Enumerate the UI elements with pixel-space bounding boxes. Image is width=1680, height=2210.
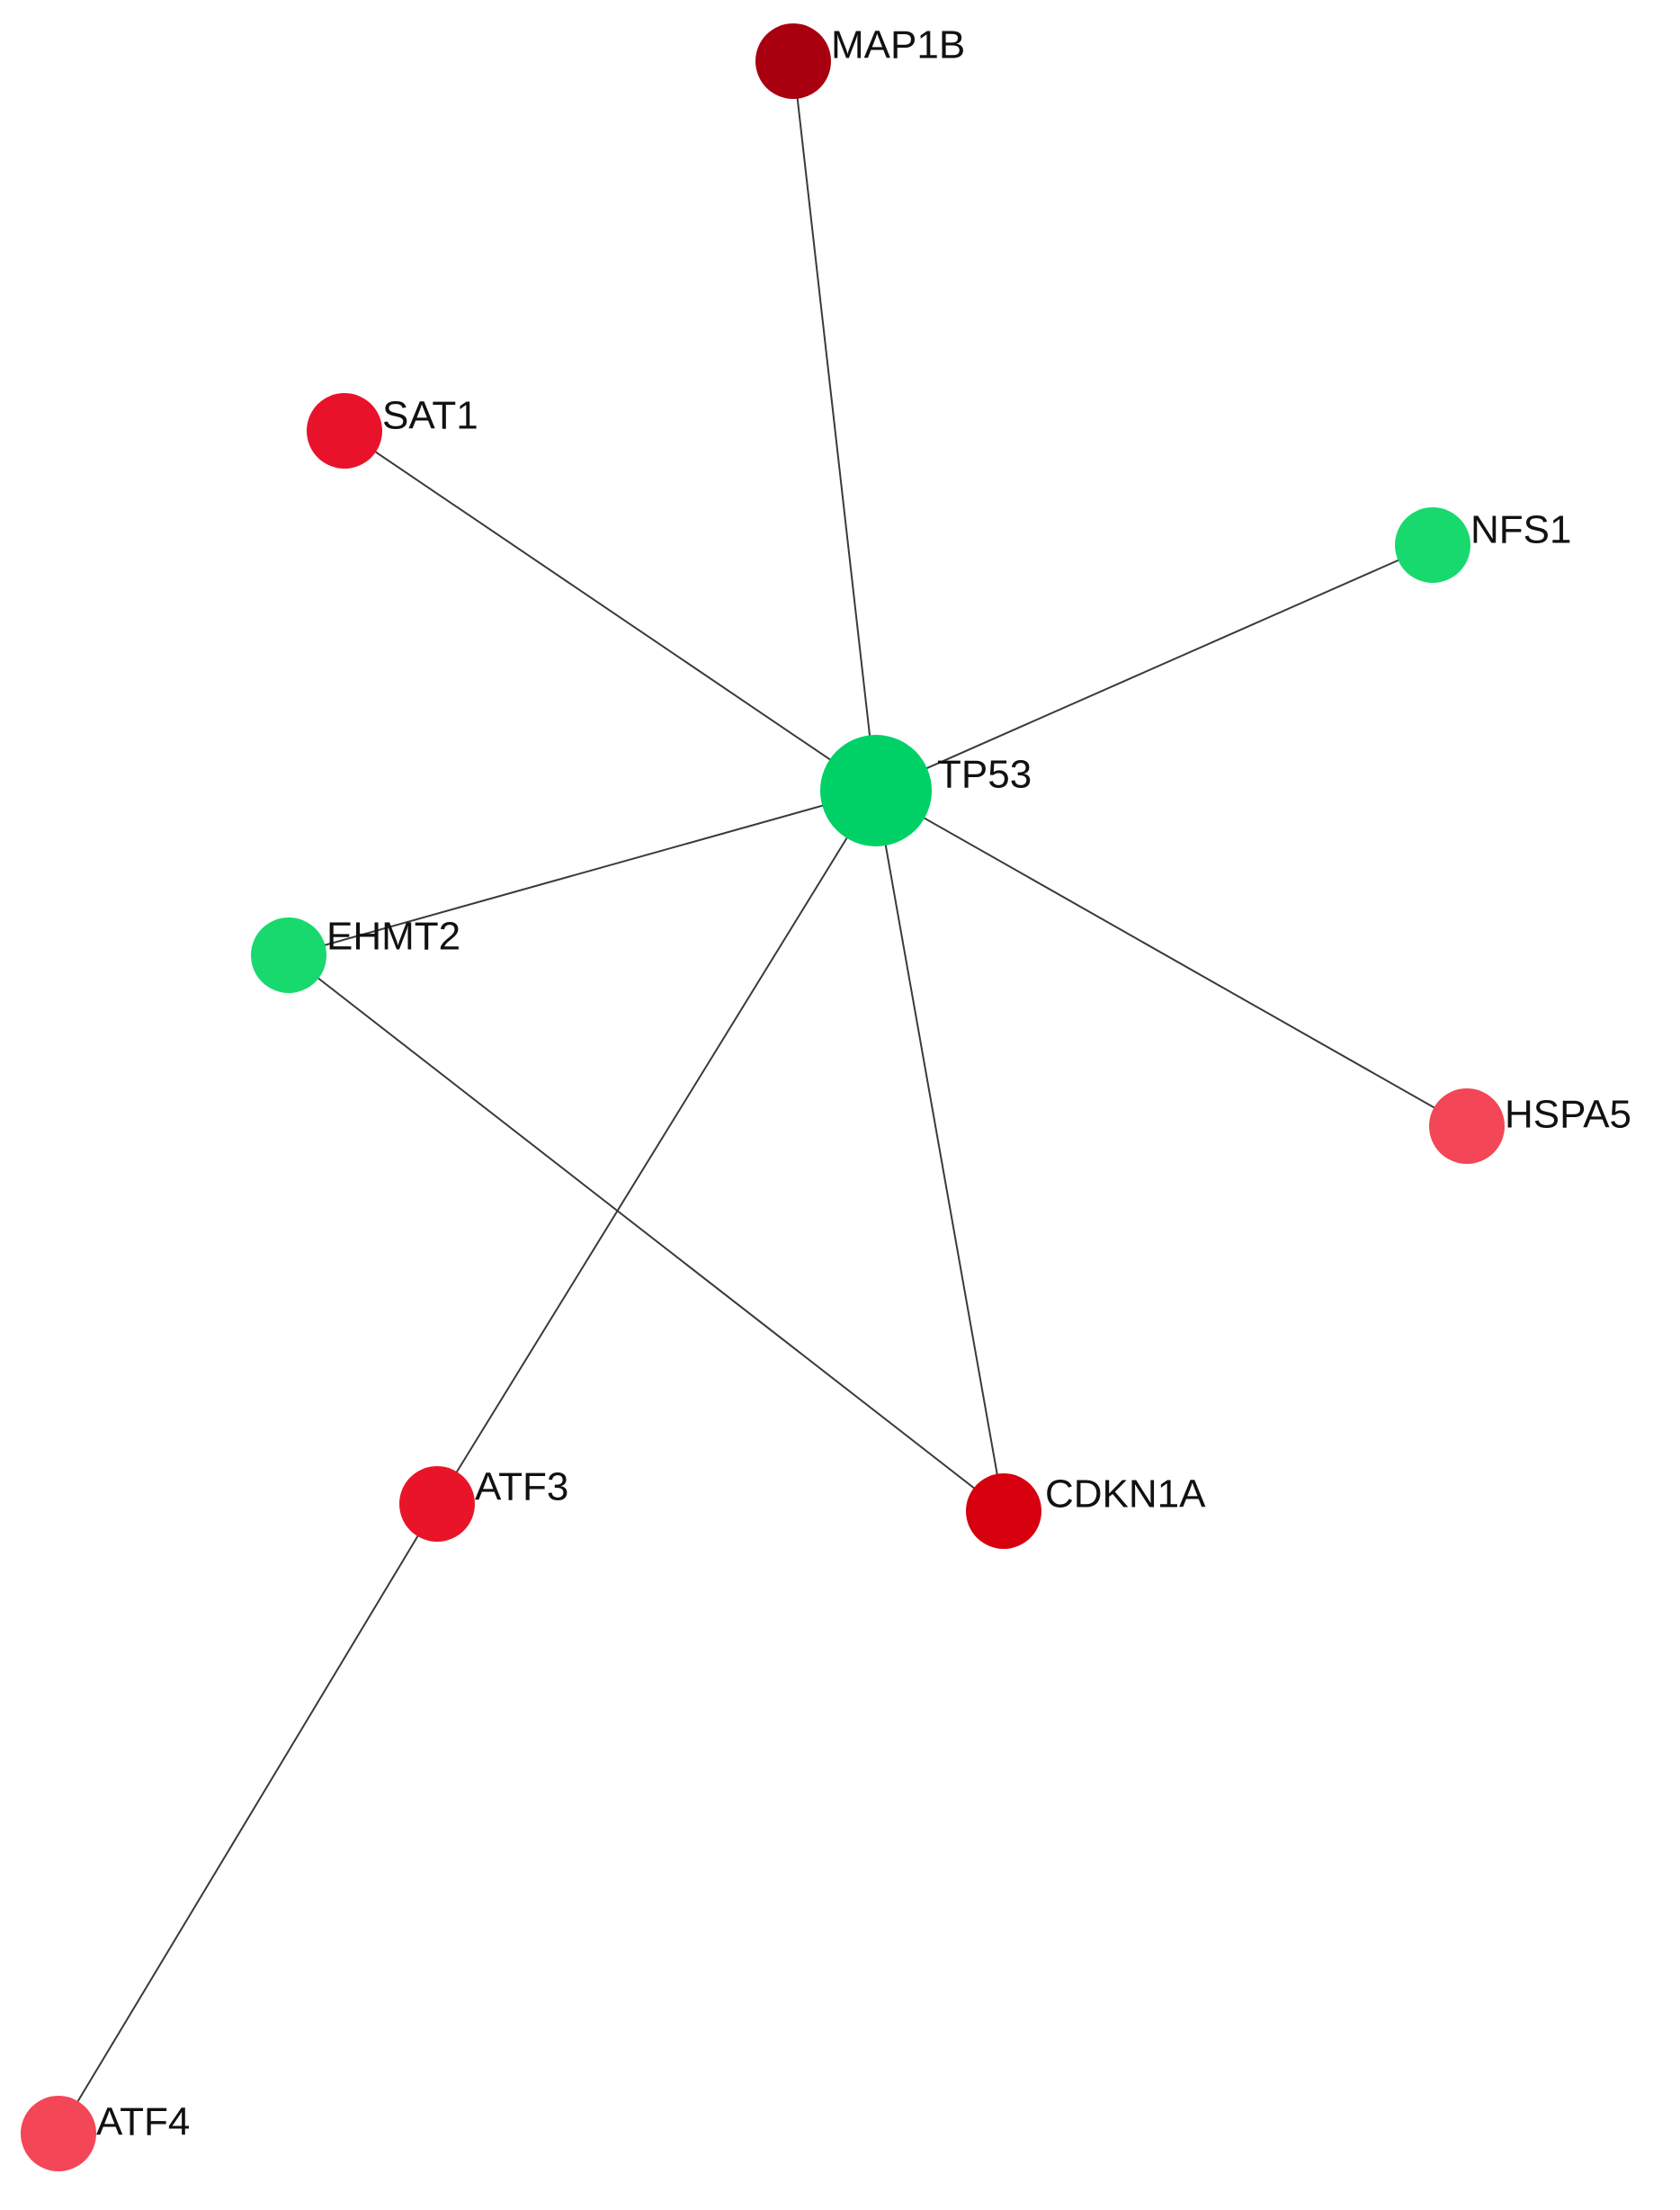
edge-tp53-map1b: [792, 60, 877, 792]
node-label-nfs1: NFS1: [1470, 508, 1571, 552]
node-label-map1b: MAP1B: [831, 23, 965, 67]
edge-ehmt2-cdkn1a: [288, 954, 1005, 1512]
node-tp53: TP53: [820, 735, 1032, 846]
node-label-cdkn1a: CDKN1A: [1045, 1472, 1206, 1517]
node-sat1: SAT1: [307, 393, 478, 469]
node-label-sat1: SAT1: [382, 394, 478, 438]
node-nfs1: NFS1: [1395, 507, 1571, 583]
edge-tp53-atf3: [436, 790, 877, 1505]
node-circle-cdkn1a: [966, 1473, 1041, 1549]
edge-tp53-ehmt2: [288, 790, 877, 956]
node-circle-ehmt2: [251, 917, 326, 993]
node-circle-atf3: [399, 1466, 475, 1542]
node-label-ehmt2: EHMT2: [326, 915, 460, 959]
node-circle-atf4: [21, 2096, 96, 2171]
edge-tp53-sat1: [344, 430, 877, 792]
node-circle-hspa5: [1429, 1088, 1505, 1164]
node-label-atf3: ATF3: [475, 1465, 568, 1509]
node-label-hspa5: HSPA5: [1505, 1093, 1631, 1137]
node-circle-sat1: [307, 393, 382, 469]
node-label-tp53: TP53: [937, 753, 1032, 797]
edge-tp53-nfs1: [875, 544, 1434, 792]
edge-atf3-atf4: [58, 1503, 438, 2134]
node-map1b: MAP1B: [755, 23, 965, 99]
node-circle-map1b: [755, 23, 831, 99]
node-circle-nfs1: [1395, 507, 1470, 583]
edge-tp53-hspa5: [875, 790, 1468, 1127]
edge-tp53-cdkn1a: [875, 790, 1005, 1512]
node-hspa5: HSPA5: [1429, 1088, 1631, 1164]
node-label-atf4: ATF4: [96, 2100, 190, 2144]
node-circle-tp53: [820, 735, 932, 846]
node-atf4: ATF4: [21, 2096, 190, 2171]
node-ehmt2: EHMT2: [251, 915, 460, 993]
edges-layer: [58, 60, 1468, 2134]
node-cdkn1a: CDKN1A: [966, 1472, 1206, 1549]
node-atf3: ATF3: [399, 1465, 568, 1542]
